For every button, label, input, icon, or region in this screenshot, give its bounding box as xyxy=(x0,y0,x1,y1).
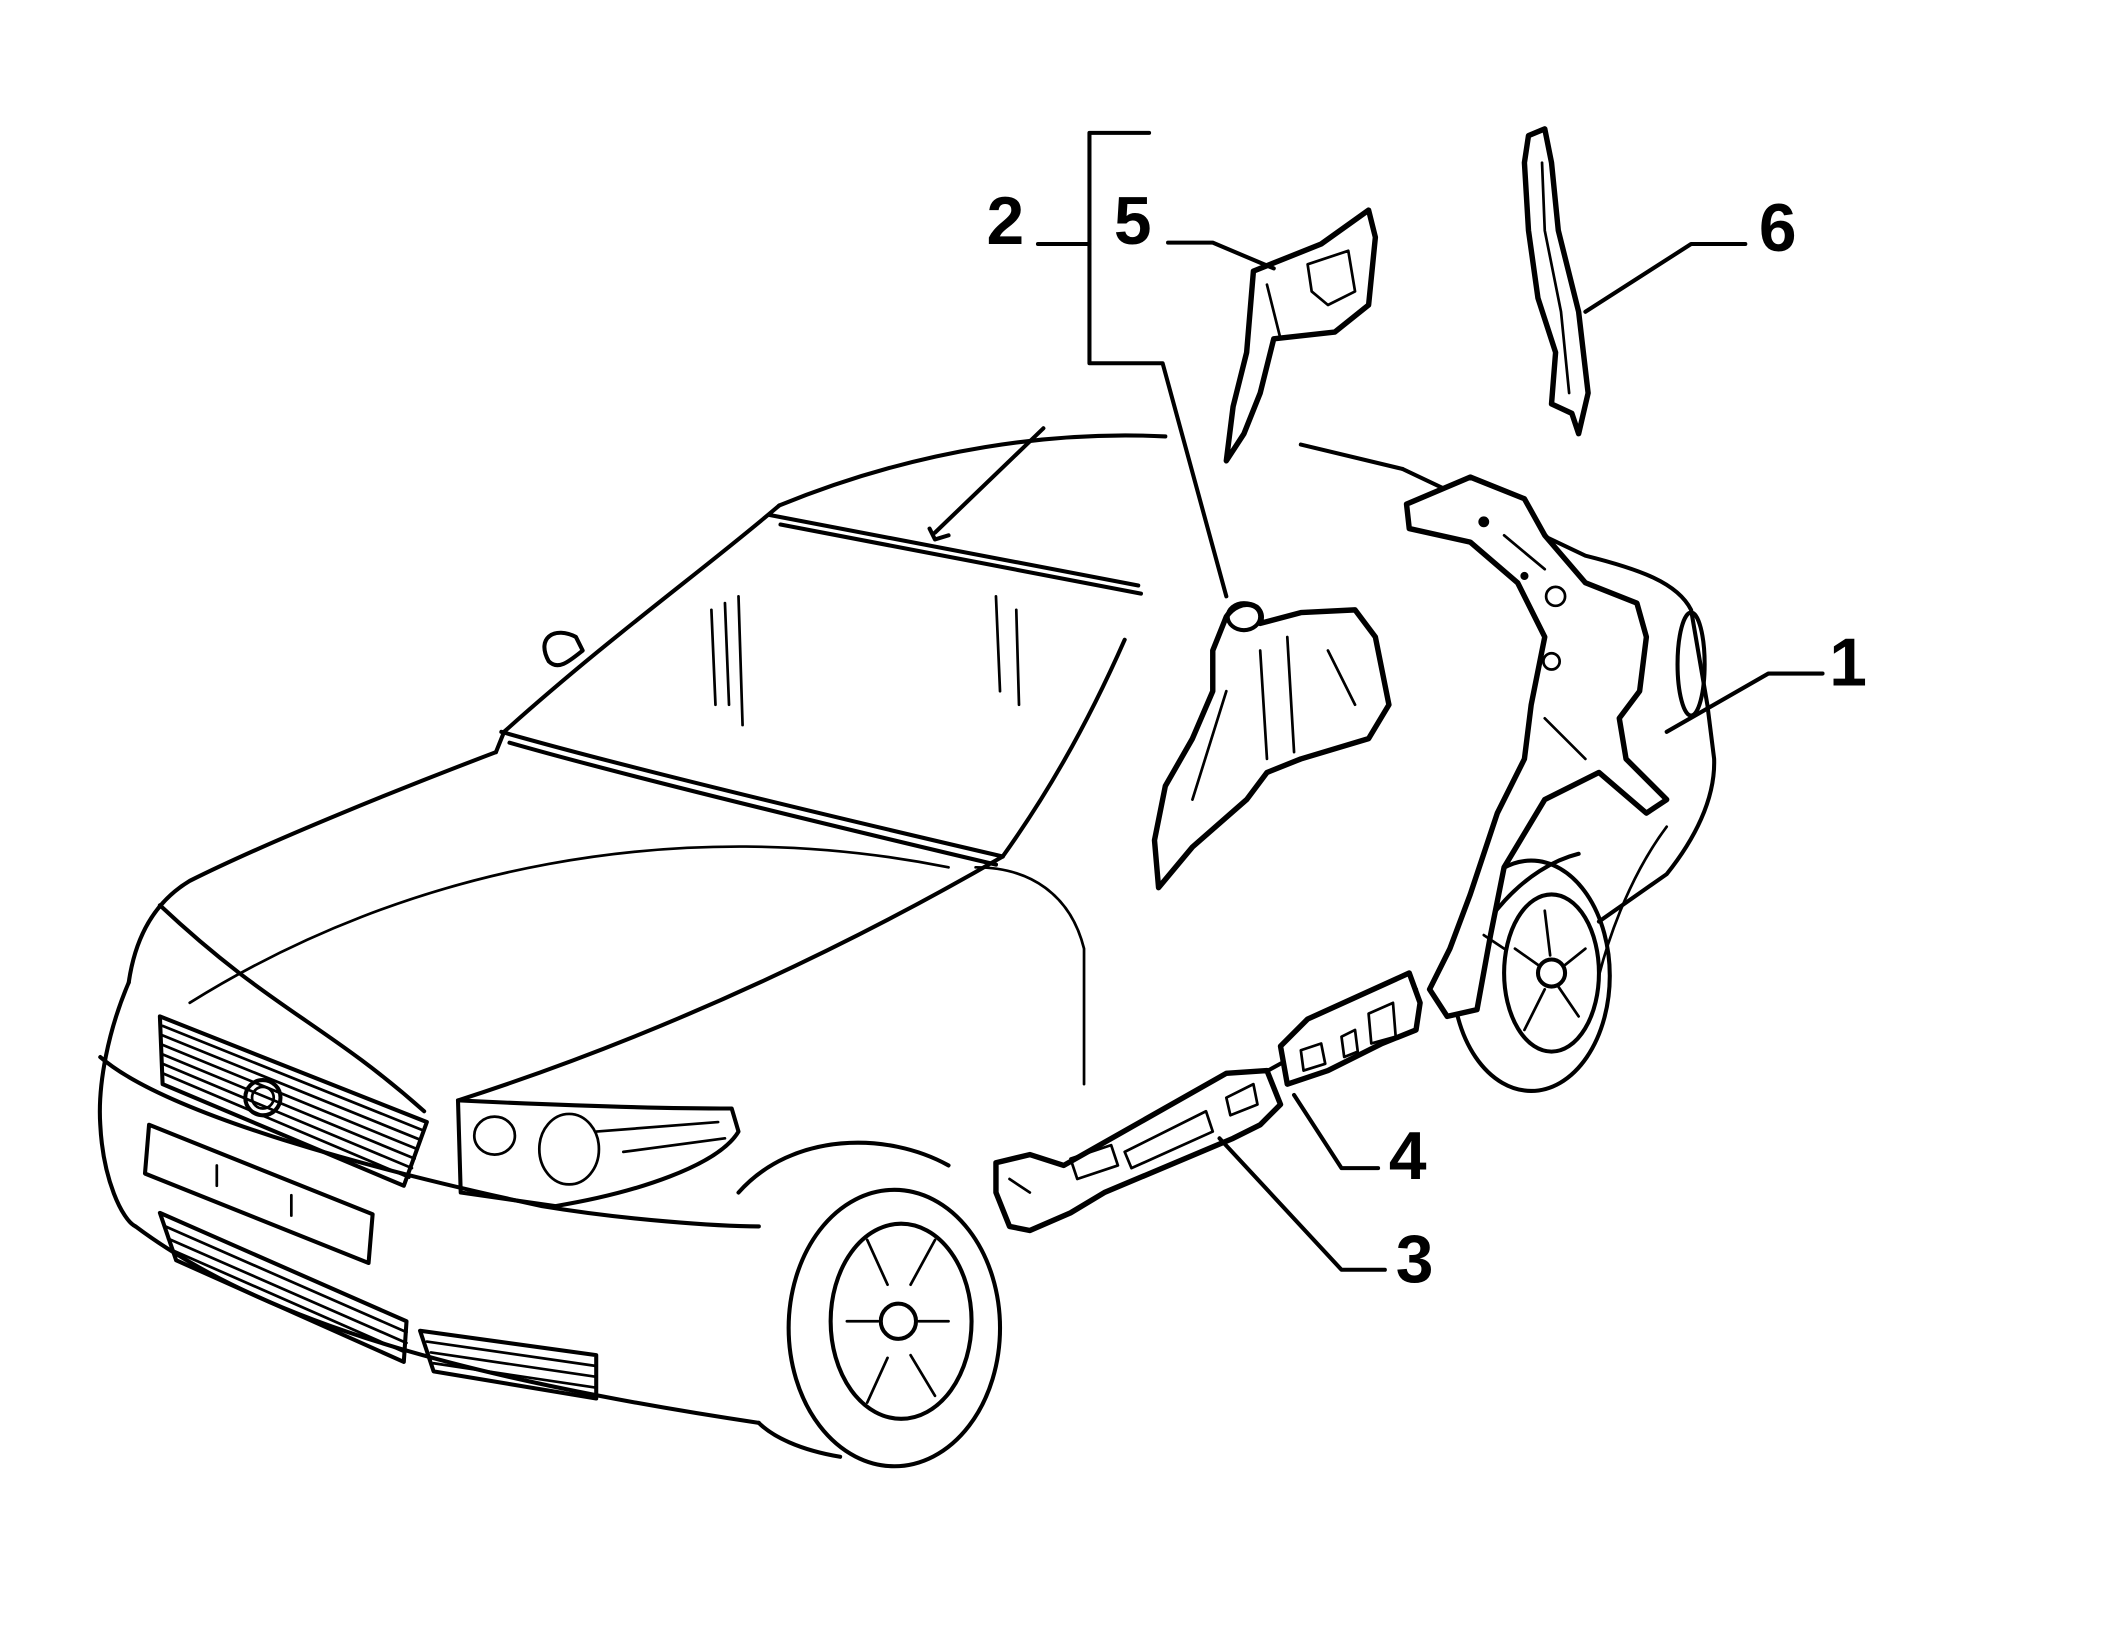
headlight-lamp-2 xyxy=(537,1112,601,1186)
bumper-top xyxy=(98,1055,761,1229)
callout-labels: 2 5 6 1 4 3 xyxy=(986,184,1867,1297)
leader-3 xyxy=(1217,1136,1387,1272)
part-4-rear-sill-reinforcement xyxy=(1277,970,1423,1087)
side-mirror xyxy=(542,630,585,668)
bumper-bottom xyxy=(133,1224,761,1425)
hood-crease xyxy=(188,845,950,1005)
car-illustration xyxy=(97,426,1717,1469)
windshield-bottom-inner xyxy=(507,740,998,867)
plate-holes xyxy=(215,1164,293,1217)
leader-1 xyxy=(1664,671,1825,734)
windshield-reflections xyxy=(710,594,1021,727)
fog-intake-right xyxy=(418,1328,599,1401)
callout-5: 5 xyxy=(1114,184,1152,259)
lower-intake-left xyxy=(157,1210,409,1364)
brand-badge xyxy=(243,1078,283,1118)
windshield-bottom xyxy=(499,729,1005,859)
hood-front-edge xyxy=(157,903,427,1114)
callout-2: 2 xyxy=(986,184,1024,259)
front-rim xyxy=(828,1221,974,1421)
hood-right-edge xyxy=(455,854,1005,1103)
callout-6: 6 xyxy=(1759,191,1797,266)
leader-4 xyxy=(1292,1092,1381,1171)
antenna xyxy=(927,426,1046,542)
callout-3: 3 xyxy=(1396,1222,1434,1297)
callout-4: 4 xyxy=(1389,1119,1427,1194)
fog-intake-slats xyxy=(425,1340,598,1390)
grille-slats xyxy=(161,1024,425,1179)
rear-outline xyxy=(1400,466,1717,924)
part-1-rear-side-panel xyxy=(1403,474,1670,1020)
part-6-b-pillar-reinforcement xyxy=(1521,126,1591,437)
roof-line-rear xyxy=(1298,442,1405,471)
front-wheel-arch xyxy=(736,1140,951,1195)
part-2-wheelhouse-panel xyxy=(1151,601,1392,891)
rear-hub xyxy=(1535,957,1568,989)
lower-intake-slats xyxy=(163,1225,408,1354)
part-5-rear-pillar-panel xyxy=(1223,207,1379,464)
front-hub xyxy=(878,1301,919,1341)
bumper-left xyxy=(97,980,138,1229)
leader-2-bracket xyxy=(1087,130,1229,599)
front-rim-spokes xyxy=(845,1238,950,1404)
leader-lines xyxy=(1035,130,1825,1272)
license-plate-area xyxy=(142,1122,375,1266)
roof-line xyxy=(777,433,1168,508)
fender-line xyxy=(974,865,1086,1086)
headlight xyxy=(455,1098,741,1209)
windshield-top xyxy=(767,512,1141,588)
part-3-front-sill-reinforcement xyxy=(993,1067,1284,1234)
a-pillar-right xyxy=(1000,637,1127,859)
leader-5 xyxy=(1166,240,1276,271)
headlight-lamp-1 xyxy=(472,1115,517,1156)
leader-6 xyxy=(1583,241,1748,314)
hood-left-edge xyxy=(126,750,498,985)
rear-rim-spokes xyxy=(1513,909,1587,1032)
grille xyxy=(157,1014,429,1188)
front-tire xyxy=(786,1187,1003,1469)
a-pillar-left xyxy=(493,503,782,755)
windshield-top-inner xyxy=(778,522,1143,596)
rear-rim xyxy=(1502,892,1601,1054)
callout-1: 1 xyxy=(1829,626,1867,701)
